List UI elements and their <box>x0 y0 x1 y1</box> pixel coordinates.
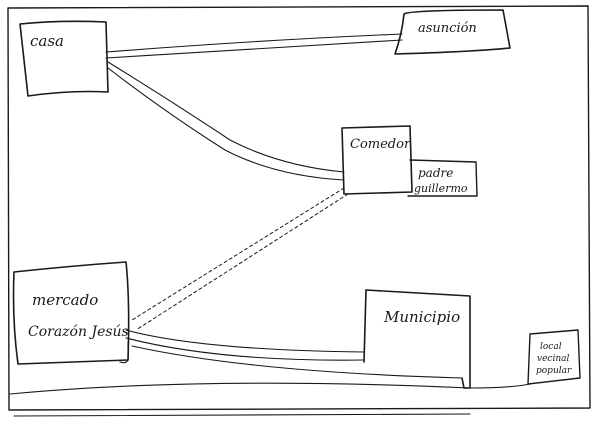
node-casa-label: casa <box>30 32 64 50</box>
node-municipio-label: Municipio <box>383 308 460 326</box>
node-padre-guillermo-line1: padre <box>418 166 453 180</box>
node-asuncion: asunción <box>394 9 511 55</box>
node-comedor-label: Comedor <box>350 137 411 152</box>
node-comedor: Comedor <box>341 125 413 195</box>
node-local-vecinal-line3: popular <box>536 366 572 376</box>
node-local-vecinal: local vecinal popular <box>527 329 581 385</box>
node-asuncion-label: asunción <box>418 21 477 36</box>
node-local-vecinal-line2: vecinal <box>537 354 569 364</box>
route-road-bottom <box>9 345 531 395</box>
node-mercado-line2: Corazón Jesús <box>28 324 129 340</box>
node-local-vecinal-line1: local <box>540 342 562 352</box>
node-padre-guillermo-line2: guillermo <box>414 182 468 195</box>
node-mercado: mercado Corazón Jesús <box>12 261 130 365</box>
route-casa-comedor <box>107 61 345 181</box>
drawing-frame <box>7 5 591 417</box>
node-casa: casa <box>19 20 109 97</box>
route-mercado-municipio <box>119 329 365 364</box>
node-padre-guillermo: padre guillermo <box>407 159 478 197</box>
route-comedor-mercado <box>131 187 349 331</box>
node-municipio: Municipio <box>363 289 471 389</box>
node-mercado-line1: mercado <box>32 291 98 309</box>
route-casa-asuncion <box>105 33 403 59</box>
